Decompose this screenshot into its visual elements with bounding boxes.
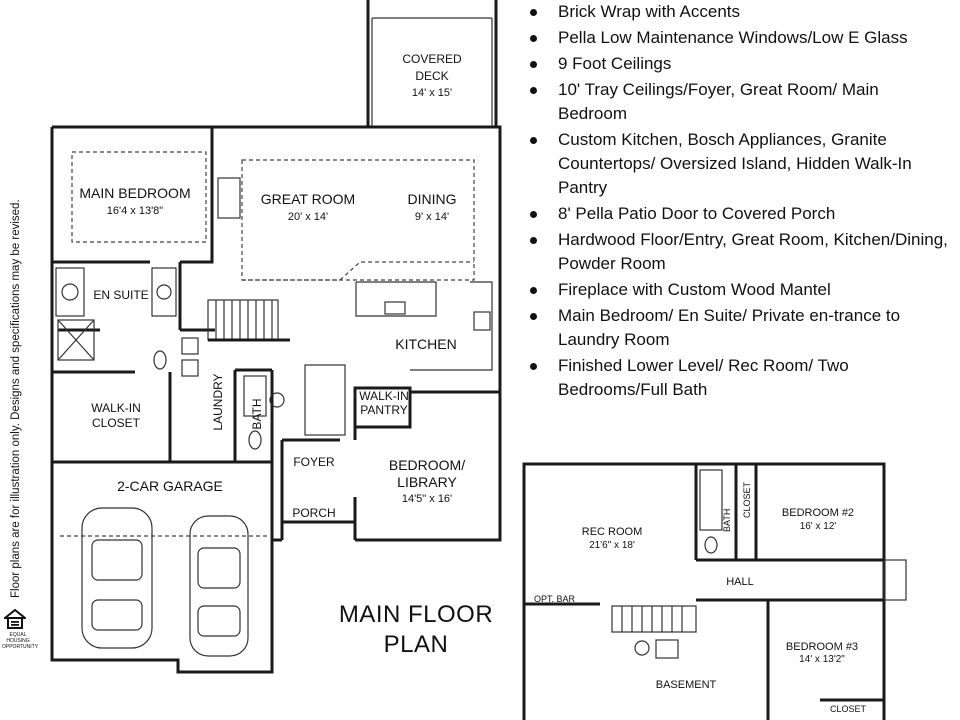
feature-item: 8' Pella Patio Door to Covered Porch: [528, 202, 948, 226]
feature-item: Pella Low Maintenance Windows/Low E Glas…: [528, 26, 948, 50]
equal-housing-line1: EQUAL HOUSING: [6, 632, 30, 644]
laundry-label: LAUNDRY: [211, 373, 225, 430]
feature-text: 10' Tray Ceilings/Foyer, Great Room/ Mai…: [558, 80, 879, 123]
feature-item: Brick Wrap with Accents: [528, 0, 948, 24]
dining-dims: 9' x 14': [415, 211, 449, 223]
great-room-dims: 20' x 14': [288, 211, 328, 223]
feature-text: 8' Pella Patio Door to Covered Porch: [558, 204, 836, 223]
basement-label: BASEMENT: [656, 679, 717, 691]
covered-deck-label-2: DECK: [415, 69, 448, 83]
feature-text: Main Bedroom/ En Suite/ Private en-tranc…: [558, 306, 901, 349]
garage-cars: [60, 507, 268, 657]
garage-label: 2-CAR GARAGE: [117, 478, 223, 494]
basement-bath-label: BATH: [722, 509, 732, 532]
bullet-icon: [530, 137, 537, 144]
feature-item: Fireplace with Custom Wood Mantel: [528, 278, 948, 302]
walk-in-pantry-label-2: PANTRY: [360, 403, 408, 417]
main-floor-plan: COVERED DECK 14' x 15': [50, 0, 502, 674]
covered-deck-label-1: COVERED: [402, 52, 462, 66]
main-floor-interior-walls: [52, 127, 500, 540]
en-suite-label: EN SUITE: [93, 288, 148, 302]
plan-title-line1: MAIN FLOOR: [338, 601, 494, 628]
kitchen-label: KITCHEN: [395, 336, 456, 352]
bullet-icon: [530, 363, 537, 370]
main-floor-fixtures: [55, 267, 285, 450]
feature-item: Main Bedroom/ En Suite/ Private en-tranc…: [528, 304, 948, 352]
bedroom2-dims: 16' x 12': [800, 521, 837, 532]
bullet-icon: [530, 211, 537, 218]
plan-title-line2: PLAN: [383, 631, 449, 658]
feature-text: Brick Wrap with Accents: [558, 2, 741, 21]
feature-text: Fireplace with Custom Wood Mantel: [558, 280, 831, 299]
bullet-icon: [530, 313, 537, 320]
main-floor-labels: MAIN BEDROOM 16'4 x 13'8" GREAT ROOM 20'…: [79, 185, 465, 520]
feature-text: Hardwood Floor/Entry, Great Room, Kitche…: [558, 230, 948, 273]
hall-label: HALL: [726, 576, 754, 588]
equal-housing-text: EQUAL HOUSING OPPORTUNITY: [2, 632, 39, 650]
feature-item: 10' Tray Ceilings/Foyer, Great Room/ Mai…: [528, 78, 948, 126]
dining-label: DINING: [408, 191, 457, 207]
walk-in-pantry-label-1: WALK-IN: [359, 389, 409, 403]
covered-deck-dims: 14' x 15': [412, 87, 452, 99]
equal-housing-line2: OPPORTUNITY: [2, 644, 39, 650]
bullet-icon: [530, 61, 537, 68]
bedroom-library-label-2: LIBRARY: [397, 474, 457, 490]
feature-item: Hardwood Floor/Entry, Great Room, Kitche…: [528, 228, 948, 276]
features-list: Brick Wrap with Accents Pella Low Mainte…: [528, 0, 948, 404]
covered-deck: COVERED DECK 14' x 15': [366, 0, 498, 127]
main-bedroom-label: MAIN BEDROOM: [79, 185, 190, 201]
feature-text: Finished Lower Level/ Rec Room/ Two Bedr…: [558, 356, 849, 399]
walk-in-closet-label-1: WALK-IN: [91, 401, 141, 415]
bedroom3-dims: 14' x 13'2": [799, 654, 845, 665]
porch-label: PORCH: [292, 506, 335, 520]
bullet-icon: [530, 287, 537, 294]
bedroom-library-dims: 14'5" x 16': [402, 493, 452, 505]
bedroom2-label: BEDROOM #2: [782, 507, 854, 519]
feature-text: Pella Low Maintenance Windows/Low E Glas…: [558, 28, 908, 47]
bullet-icon: [530, 9, 537, 16]
feature-item: 9 Foot Ceilings: [528, 52, 948, 76]
great-room-label: GREAT ROOM: [261, 191, 355, 207]
bath-label: BATH: [250, 398, 264, 429]
equal-housing-icon: [4, 608, 26, 629]
bedroom-library-label-1: BEDROOM/: [389, 457, 465, 473]
feature-text: Custom Kitchen, Bosch Appliances, Granit…: [558, 130, 912, 197]
bullet-icon: [530, 87, 537, 94]
rec-room-dims: 21'6" x 18': [589, 540, 635, 551]
basement-walls: [522, 462, 907, 720]
basement-closet-bottom-label: CLOSET: [830, 704, 867, 714]
walk-in-closet-label-2: CLOSET: [92, 416, 141, 430]
rec-room-label: REC ROOM: [582, 526, 643, 538]
bullet-icon: [530, 237, 537, 244]
feature-text: 9 Foot Ceilings: [558, 54, 672, 73]
basement-labels: REC ROOM 21'6" x 18' BATH CLOSET BEDROOM…: [534, 481, 867, 714]
basement-closet-top-label: CLOSET: [742, 481, 752, 518]
opt-bar-label: OPT. BAR: [534, 594, 576, 604]
feature-item: Custom Kitchen, Bosch Appliances, Granit…: [528, 128, 948, 200]
main-bedroom-dims: 16'4 x 13'8": [107, 205, 164, 217]
bullet-icon: [530, 35, 537, 42]
feature-item: Finished Lower Level/ Rec Room/ Two Bedr…: [528, 354, 948, 402]
plan-title: MAIN FLOOR PLAN: [330, 600, 502, 660]
bedroom3-label: BEDROOM #3: [786, 641, 858, 653]
foyer-label: FOYER: [293, 455, 335, 469]
